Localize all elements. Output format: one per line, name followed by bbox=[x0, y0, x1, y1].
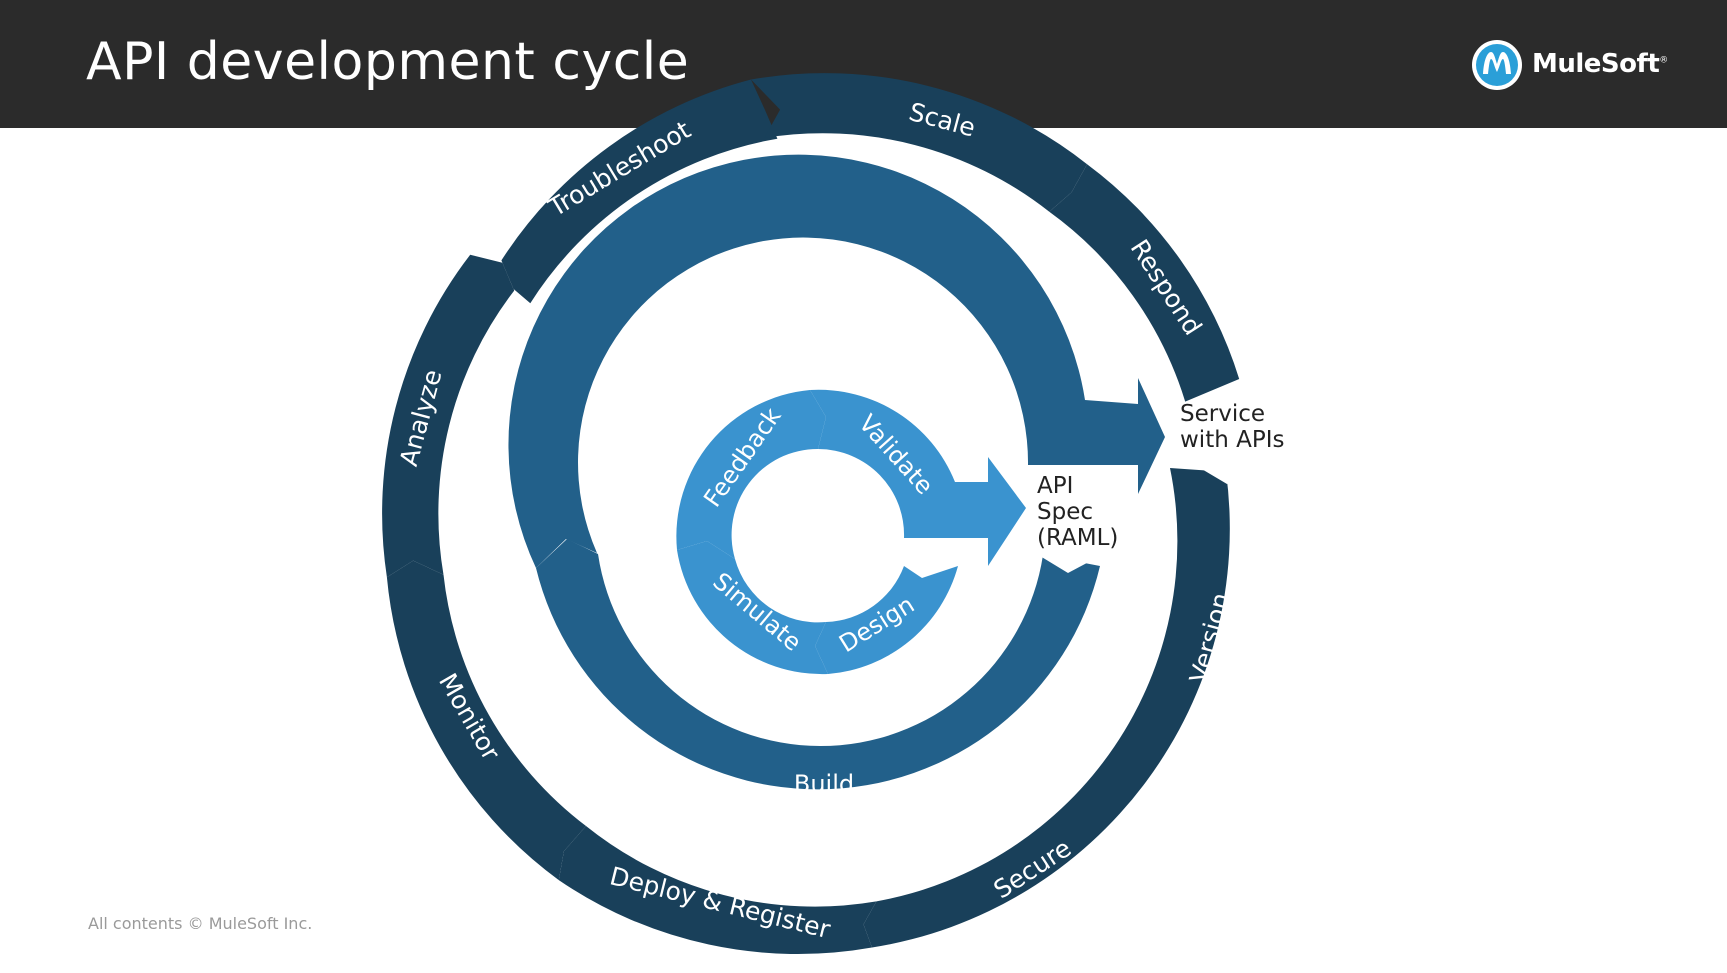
middle-arc-build bbox=[536, 539, 1100, 790]
inner-segment-design bbox=[815, 566, 958, 674]
outer-ring bbox=[382, 73, 1240, 955]
copyright-footer: All contents © MuleSoft Inc. bbox=[88, 914, 313, 933]
api-spec-label: API Spec (RAML) bbox=[1037, 473, 1118, 551]
service-notch bbox=[1200, 455, 1262, 484]
outer-segment-lower bbox=[863, 468, 1230, 948]
outer-segment-analyze bbox=[382, 254, 515, 578]
middle-ring bbox=[508, 154, 1165, 790]
api-spec-notch bbox=[1040, 545, 1100, 573]
inner-segment-feedback bbox=[676, 390, 826, 559]
outer-segment-deploy bbox=[558, 826, 877, 955]
outer-segment-respond bbox=[1049, 164, 1240, 402]
inner-segment-simulate bbox=[677, 541, 828, 675]
slide-title: API development cycle bbox=[86, 32, 690, 92]
inner-ring bbox=[676, 389, 1026, 675]
middle-arc bbox=[508, 154, 1165, 568]
label-test: Test bbox=[796, 258, 844, 286]
outer-segment-monitor bbox=[386, 560, 586, 881]
middle-ring-labels: Test Build bbox=[794, 258, 854, 798]
service-with-apis-label: Service with APIs bbox=[1180, 401, 1284, 453]
label-build: Build bbox=[794, 770, 854, 798]
output-labels: Service with APIs API Spec (RAML) bbox=[1037, 401, 1284, 551]
inner-segment-validate bbox=[810, 389, 1026, 566]
mulesoft-logo: MuleSoft® bbox=[1470, 38, 1668, 94]
logo-wordmark: MuleSoft® bbox=[1532, 49, 1668, 79]
mulesoft-logo-icon bbox=[1472, 40, 1522, 90]
outer-segment-troubleshoot bbox=[473, 79, 778, 304]
service-output-notch bbox=[1200, 455, 1262, 484]
outer-segment-scale bbox=[751, 73, 1088, 212]
